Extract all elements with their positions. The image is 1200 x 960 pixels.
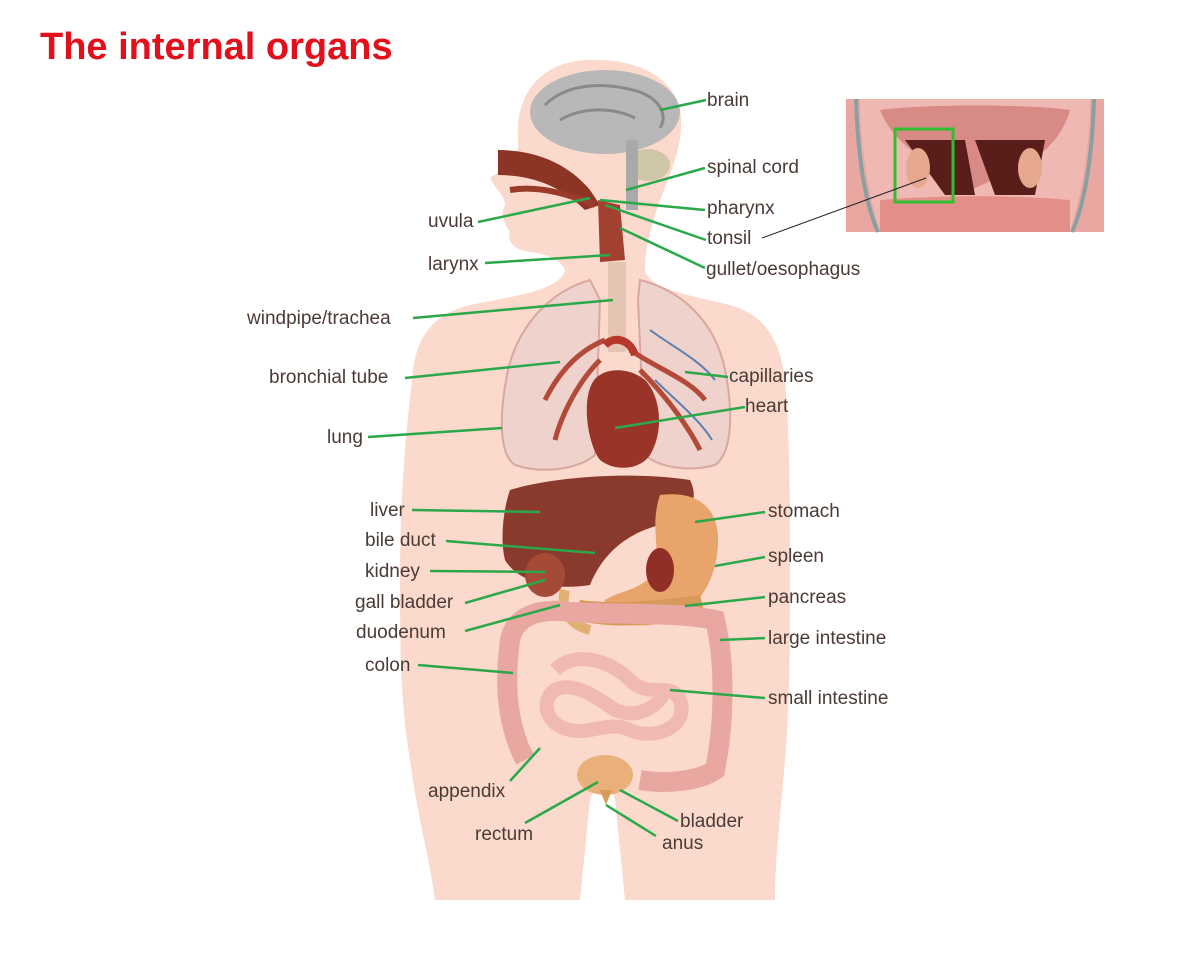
label-anus: anus [662,833,704,854]
label-stomach: stomach [768,501,840,522]
large-intestine-shape [497,600,733,792]
label-heart: heart [745,396,789,417]
label-spleen: spleen [768,546,824,567]
label-gullet: gullet/oesophagus [706,259,861,280]
label-lung: lung [327,427,363,448]
label-bronchial-tube: bronchial tube [269,367,389,388]
label-gall-bladder: gall bladder [355,592,454,613]
label-uvula: uvula [428,211,474,232]
label-kidney: kidney [365,561,420,582]
label-pharynx: pharynx [707,198,775,219]
kidney-shape [525,553,565,597]
label-small-intestine: small intestine [768,688,889,709]
label-rectum: rectum [475,824,534,845]
bronchi-shape [542,337,707,452]
spinal-cord-shape [626,140,638,210]
label-capillaries: capillaries [729,366,814,387]
label-duodenum: duodenum [356,622,446,643]
label-brain: brain [707,90,750,111]
inset-highlight-box [893,127,955,204]
leader-lines [367,98,766,838]
throat-shape [598,200,625,262]
page-title: The internal organs [40,26,393,68]
inset-mouth-view [761,98,1104,239]
brain-shape [530,70,680,154]
label-tonsil: tonsil [707,228,752,249]
label-larynx: larynx [428,254,479,275]
small-intestine-shape [539,652,689,741]
label-windpipe: windpipe/trachea [247,308,391,329]
rectum-shape [600,790,612,805]
trachea-shape [608,262,626,352]
left-lung-shape [500,278,602,471]
label-bile-duct: bile duct [365,530,436,551]
spleen-shape [646,548,674,592]
label-spinal-cord: spinal cord [707,157,799,178]
label-bladder: bladder [680,811,744,832]
label-liver: liver [370,500,405,521]
label-large-intestine: large intestine [768,628,887,649]
label-appendix: appendix [428,781,506,802]
heart-shape [586,370,660,468]
label-pancreas: pancreas [768,587,847,608]
label-colon: colon [365,655,411,676]
